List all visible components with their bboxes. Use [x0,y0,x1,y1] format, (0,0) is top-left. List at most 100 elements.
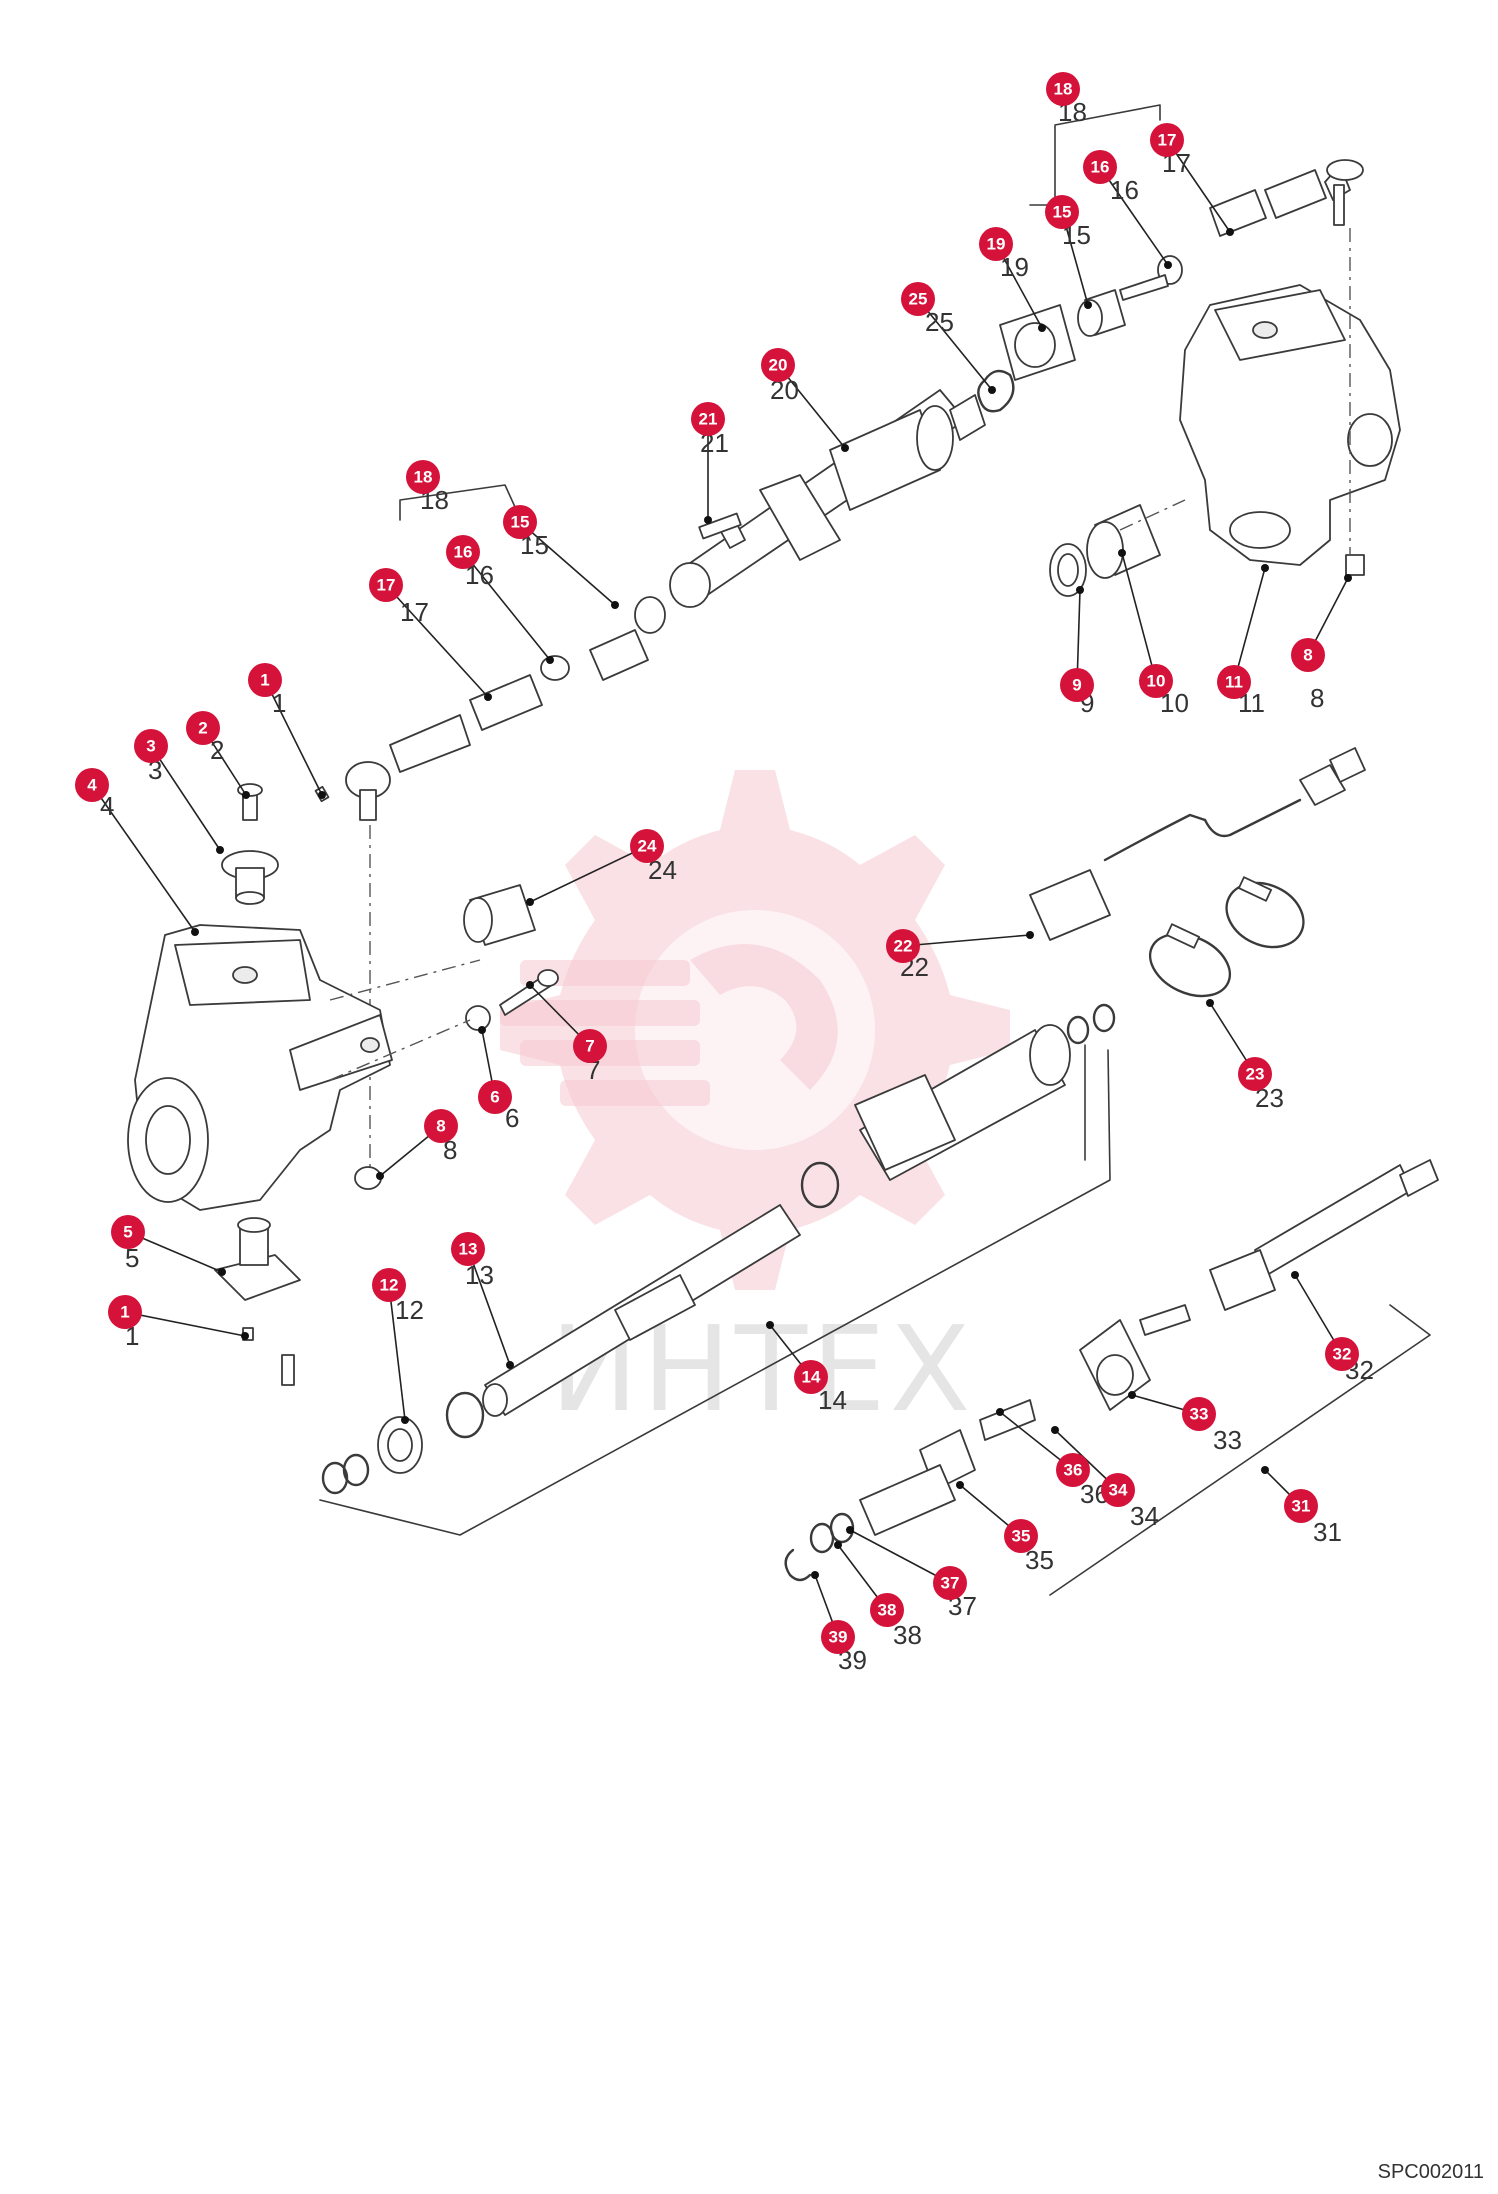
callout-badge-label: 2 [198,719,207,738]
callout-badge-31[interactable]: 31 [1284,1489,1318,1523]
callout-badge-circle [186,711,220,745]
leader-dot [1038,324,1046,332]
callout-badge-circle [1056,1453,1090,1487]
leader-dot [478,1026,486,1034]
leader-dot [191,928,199,936]
lower-kingpin-cap [214,1217,301,1386]
part-number-text: 14 [818,1385,847,1415]
callout-badge-21[interactable]: 21 [691,402,725,436]
callout-badge-18[interactable]: 18 [406,460,440,494]
callout-badge-circle [1238,1057,1272,1091]
callout-badge-8[interactable]: 8 [1291,638,1325,672]
callout-badge-label: 5 [123,1223,132,1242]
callout-badge-circle [1101,1473,1135,1507]
leader-line [1166,139,1231,233]
leader-line [902,934,1031,947]
callout-badge-14[interactable]: 14 [794,1360,828,1394]
callout-badge-circle [406,460,440,494]
callout-badge-circle [901,282,935,316]
callout-badge-15[interactable]: 15 [1045,195,1079,229]
callout-badge-circle [248,663,282,697]
callout-badge-circle [1150,123,1184,157]
callout-badge-7[interactable]: 7 [573,1029,607,1063]
callout-badge-24[interactable]: 24 [630,829,664,863]
callout-badge-15[interactable]: 15 [503,505,537,539]
leader-dot [766,1321,774,1329]
leader-dot [834,1541,842,1549]
leader-line [529,845,648,903]
callout-badge-4[interactable]: 4 [75,768,109,802]
callout-badge-20[interactable]: 20 [761,348,795,382]
callout-badge-38[interactable]: 38 [870,1593,904,1627]
part-number-text: 16 [1110,175,1139,205]
callout-badge-label: 39 [829,1628,848,1647]
callout-badge-8[interactable]: 8 [424,1109,458,1143]
callout-badge-label: 37 [941,1574,960,1593]
callout-badge-1[interactable]: 1 [108,1295,142,1329]
callout-badge-33[interactable]: 33 [1182,1397,1216,1431]
callout-badge-circle [1325,1337,1359,1371]
callout-badge-5[interactable]: 5 [111,1215,145,1249]
callout-badge-circle [111,1215,145,1249]
callout-badge-label: 4 [87,776,97,795]
callout-badge-2[interactable]: 2 [186,711,220,745]
leader-dot [704,516,712,524]
leader-dot [526,898,534,906]
leader-line [385,584,489,698]
callout-badge-circle [1284,1489,1318,1523]
callout-badge-17[interactable]: 17 [1150,123,1184,157]
callout-badge-25[interactable]: 25 [901,282,935,316]
callout-badge-16[interactable]: 16 [446,535,480,569]
callout-badge-19[interactable]: 19 [979,227,1013,261]
callout-badge-32[interactable]: 32 [1325,1337,1359,1371]
callout-badge-label: 12 [380,1276,399,1295]
leader-dot [841,444,849,452]
leader-dot [318,791,326,799]
callout-badge-39[interactable]: 39 [821,1620,855,1654]
leader-dot [1291,1271,1299,1279]
leader-line [777,364,846,449]
callout-badge-12[interactable]: 12 [372,1268,406,1302]
leader-line [127,1231,223,1273]
leader-line [1099,166,1169,266]
callout-badge-10[interactable]: 10 [1139,664,1173,698]
leader-line [1233,567,1266,683]
callout-badge-circle [424,1109,458,1143]
part-number-text: 31 [1313,1517,1342,1547]
callout-badge-17[interactable]: 17 [369,568,403,602]
callout-badge-circle [979,227,1013,261]
callout-badge-34[interactable]: 34 [1101,1473,1135,1507]
callout-badge-circle [761,348,795,382]
callout-badge-label: 31 [1292,1497,1311,1516]
part-number-text: 6 [505,1103,519,1133]
upper-kingpin-cap [221,783,330,905]
callout-badge-label: 35 [1012,1527,1031,1546]
callout-badge-circle [369,568,403,602]
callout-badge-18[interactable]: 18 [1046,72,1080,106]
callout-badge-11[interactable]: 11 [1217,665,1251,699]
sensor-harness [1029,747,1366,941]
leader-dot [1226,228,1234,236]
callout-badge-36[interactable]: 36 [1056,1453,1090,1487]
callout-badge-23[interactable]: 23 [1238,1057,1272,1091]
callout-badge-22[interactable]: 22 [886,929,920,963]
callout-badge-label: 14 [802,1368,821,1387]
axle-shaft-assembly [784,1159,1439,1596]
callout-badge-35[interactable]: 35 [1004,1519,1038,1553]
callout-badge-label: 6 [490,1088,499,1107]
callout-badge-label: 1 [260,671,269,690]
callout-badge-6[interactable]: 6 [478,1080,512,1114]
part-number-text: 33 [1213,1425,1242,1455]
callout-badge-9[interactable]: 9 [1060,668,1094,702]
callout-badge-37[interactable]: 37 [933,1566,967,1600]
callout-badge-label: 17 [1158,131,1177,150]
callout-badge-13[interactable]: 13 [451,1232,485,1266]
callout-badge-circle [1217,665,1251,699]
callout-badge-label: 15 [1053,203,1072,222]
callout-badge-16[interactable]: 16 [1083,150,1117,184]
leader-dot [241,1332,249,1340]
leader-line [388,1284,406,1421]
callout-badge-1[interactable]: 1 [248,663,282,697]
callout-badge-3[interactable]: 3 [134,729,168,763]
